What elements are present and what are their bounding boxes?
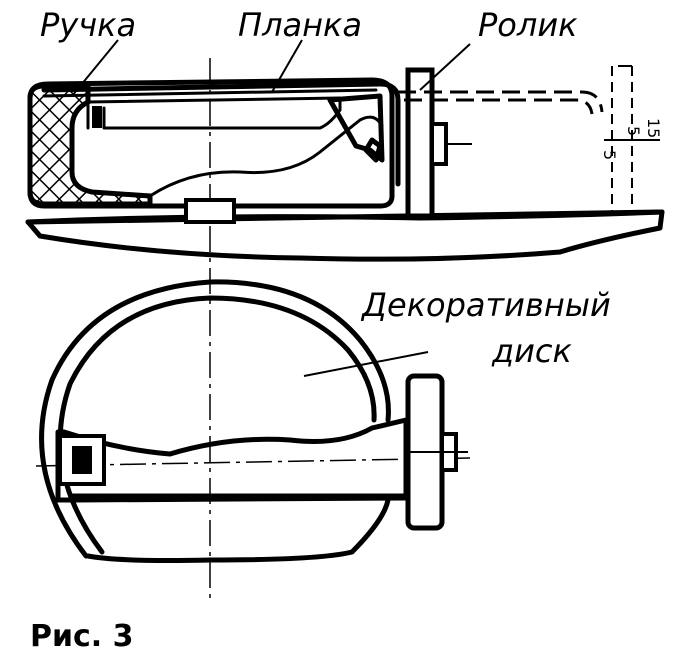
bar-strip [41,81,401,187]
dim-label-5-left: 5 [600,150,619,160]
disc-leader [303,351,429,377]
phantom-bar [398,90,604,113]
side-section-view: 5 15 5 [25,58,665,598]
dim-label-15: 15 [644,118,663,138]
roller-hub [430,122,448,166]
roller-post [405,67,435,219]
handle-leader [71,39,119,97]
handle-label: Ручка [40,6,136,44]
figure-caption: Рис. 3 [30,619,134,654]
disc-label-line1: Декоративный [360,286,611,324]
horizontal-axis-line [35,457,471,467]
bar-leader [271,39,303,93]
roller-label: Ролик [478,6,578,44]
dim-label-5: 5 [624,126,643,136]
plan-view [35,279,471,563]
spindle [184,198,236,224]
disc-outer-rim [39,279,391,559]
roller-leader [419,43,471,91]
disc-label-line2: диск [491,332,573,370]
bar-label: Планка [238,6,362,44]
handle-body [27,83,153,207]
dimension-marks: 5 15 5 [600,65,663,212]
